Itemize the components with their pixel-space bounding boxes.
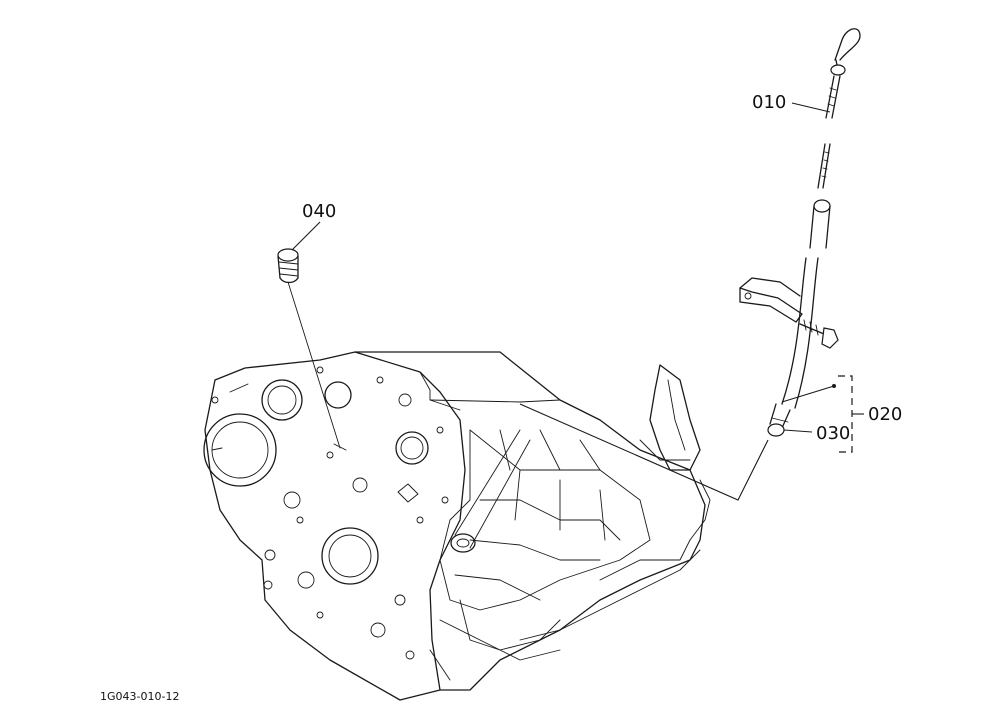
callout-010: 010 [752, 92, 786, 113]
callout-020: 020 [868, 404, 902, 425]
leader-lines [291, 102, 864, 501]
dipstick-assembly [739, 28, 861, 437]
callout-030: 030 [816, 423, 850, 444]
engine-block [203, 351, 711, 701]
drawing-number: 1G043-010-12 [100, 690, 179, 703]
plug-part [277, 248, 347, 451]
callout-040: 040 [302, 201, 336, 222]
